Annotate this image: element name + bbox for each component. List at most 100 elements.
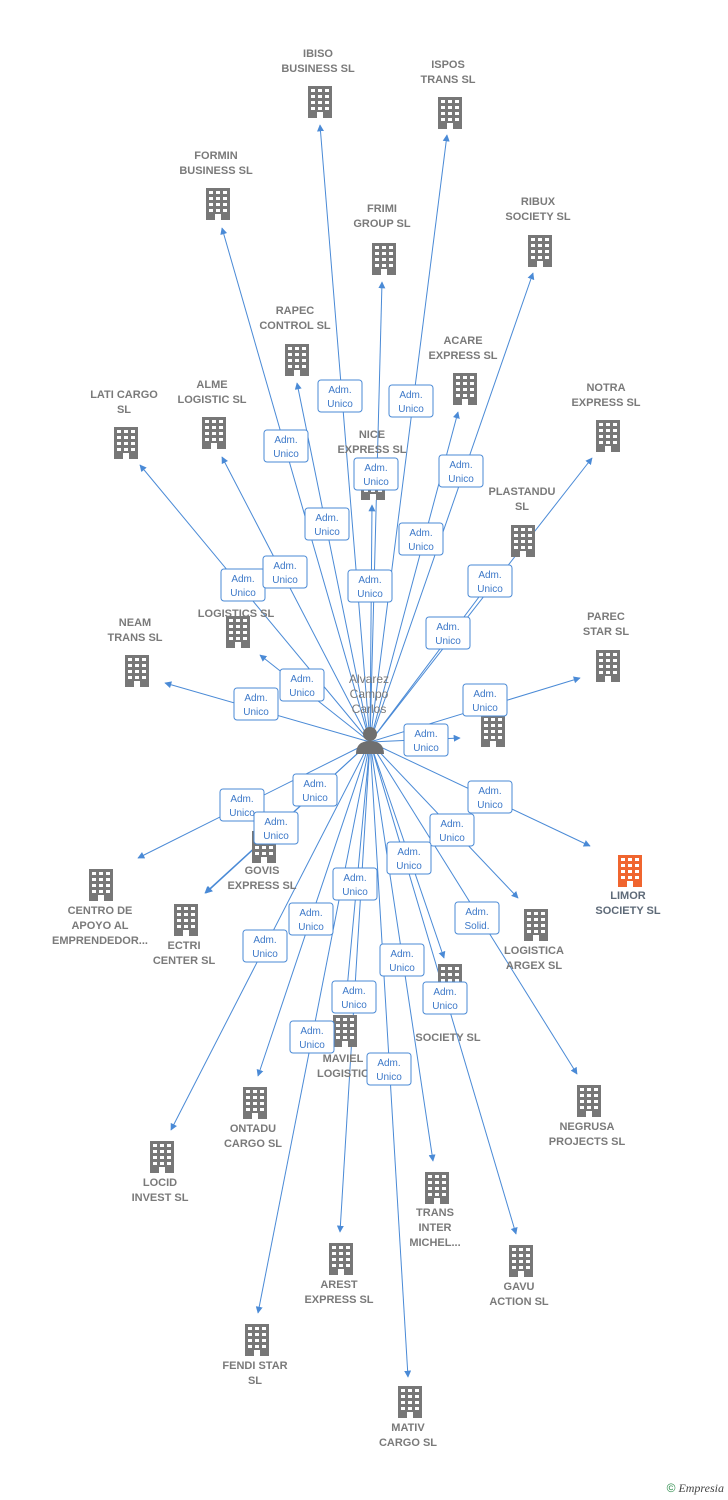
- role-badge-ribux[interactable]: Adm.Unico: [438, 454, 484, 488]
- role-badge-text: Unico: [413, 743, 439, 754]
- edge-ribux: [369, 272, 535, 743]
- role-badge-fendi[interactable]: Adm.Unico: [289, 1020, 335, 1054]
- role-badge-formin[interactable]: Adm.Unico: [263, 429, 309, 463]
- role-badge-arest[interactable]: Adm.Unico: [332, 867, 378, 901]
- role-badge-plastandu[interactable]: Adm.Unico: [425, 616, 471, 650]
- edge-alme: [221, 456, 371, 743]
- person-icon: [356, 727, 384, 754]
- brand-logo[interactable]: Empresia: [678, 1481, 724, 1495]
- role-badge-ontadu[interactable]: Adm.Unico: [288, 902, 334, 936]
- role-badge-ectri[interactable]: Adm.Unico: [253, 811, 299, 845]
- company-label-line: EXPRESS SL: [304, 1294, 373, 1306]
- role-badge-neam[interactable]: Adm.Unico: [233, 687, 279, 721]
- company-label-line: TRANS: [416, 1207, 454, 1219]
- role-badge-gavu[interactable]: Adm.Unico: [422, 981, 468, 1015]
- company-label-line: TRANS SL: [108, 632, 163, 644]
- company-label-line: PROJECTS SL: [549, 1136, 626, 1148]
- building-icon: [438, 97, 462, 129]
- company-label-line: MATIV: [391, 1422, 425, 1434]
- edge-ibiso: [317, 124, 371, 743]
- role-badge-text: Unico: [363, 477, 389, 488]
- role-badge-text: Adm.: [328, 385, 351, 396]
- company-label-line: CENTRO DE: [68, 905, 133, 917]
- role-badge-frimi[interactable]: Adm.Unico: [353, 457, 399, 491]
- role-badge-ispos[interactable]: Adm.Unico: [388, 384, 434, 418]
- company-label-line: CARGO SL: [379, 1437, 437, 1449]
- company-node-logistics[interactable]: LOGISTICS SL: [198, 608, 275, 648]
- role-badge-limor[interactable]: Adm.Unico: [467, 780, 513, 814]
- role-badge-text: Adm.: [465, 907, 488, 918]
- role-badge-logistics[interactable]: Adm.Unico: [279, 668, 325, 702]
- role-badge-govis[interactable]: Adm.Unico: [292, 773, 338, 807]
- building-icon: [372, 243, 396, 275]
- building-icon: [398, 1386, 422, 1418]
- role-badge-hidden[interactable]: Adm.Unico: [403, 723, 449, 757]
- company-label-line: LOCID: [143, 1177, 177, 1189]
- role-badge-text: Unico: [477, 800, 503, 811]
- role-badge-alme[interactable]: Adm.Unico: [262, 555, 308, 589]
- role-badge-centro[interactable]: Adm.Unico: [219, 788, 265, 822]
- company-label-line: TRANS SL: [421, 74, 476, 86]
- role-badge-text: Unico: [298, 922, 324, 933]
- role-badge-notra[interactable]: Adm.Unico: [467, 564, 513, 598]
- company-label-line: SL: [248, 1375, 262, 1387]
- role-badge-mativ[interactable]: Adm.Unico: [366, 1052, 412, 1086]
- company-node-transInter[interactable]: TRANSINTERMICHEL...: [409, 1172, 461, 1249]
- role-badge-maviel[interactable]: Adm.Unico: [331, 980, 377, 1014]
- company-label-line: EMPRENDEDOR...: [52, 935, 148, 947]
- role-badge-rapec[interactable]: Adm.Unico: [304, 507, 350, 541]
- company-label-line: INTER: [419, 1222, 452, 1234]
- role-badge-ibiso[interactable]: Adm.Unico: [317, 379, 363, 413]
- person-name-line: Campo: [350, 687, 389, 701]
- role-badge-text: Adm.: [244, 693, 267, 704]
- company-label-line: STAR SL: [583, 626, 630, 638]
- role-badge-latiCargo[interactable]: Adm.Unico: [220, 568, 266, 602]
- edge-ispos: [369, 134, 450, 743]
- role-badge-locid[interactable]: Adm.Unico: [242, 929, 288, 963]
- role-badge-parec[interactable]: Adm.Unico: [462, 683, 508, 717]
- building-icon: [202, 417, 226, 449]
- role-badge-argex[interactable]: Adm.Unico: [429, 813, 475, 847]
- role-badge-text: Adm.: [390, 949, 413, 960]
- role-badge-text: Adm.: [473, 689, 496, 700]
- role-badge-text: Unico: [357, 589, 383, 600]
- role-badge-nice[interactable]: Adm.Unico: [347, 569, 393, 603]
- role-badge-text: Adm.: [436, 622, 459, 633]
- company-label-line: LOGISTICA: [504, 945, 564, 957]
- role-badge-transInter[interactable]: Adm.Unico: [386, 841, 432, 875]
- company-label-line: RIBUX: [521, 196, 556, 208]
- edge-notra: [369, 457, 593, 743]
- role-badge-text: Adm.: [449, 460, 472, 471]
- company-label-line: LOGISTIC SL: [177, 394, 246, 406]
- company-label-line: EXPRESS SL: [227, 880, 296, 892]
- company-node-mativ[interactable]: MATIV CARGO SL: [379, 1386, 437, 1449]
- role-badge-society[interactable]: Adm.Unico: [379, 943, 425, 977]
- role-badge-acare[interactable]: Adm.Unico: [398, 522, 444, 556]
- role-badge-negrusa[interactable]: Adm.Solid.: [454, 901, 500, 935]
